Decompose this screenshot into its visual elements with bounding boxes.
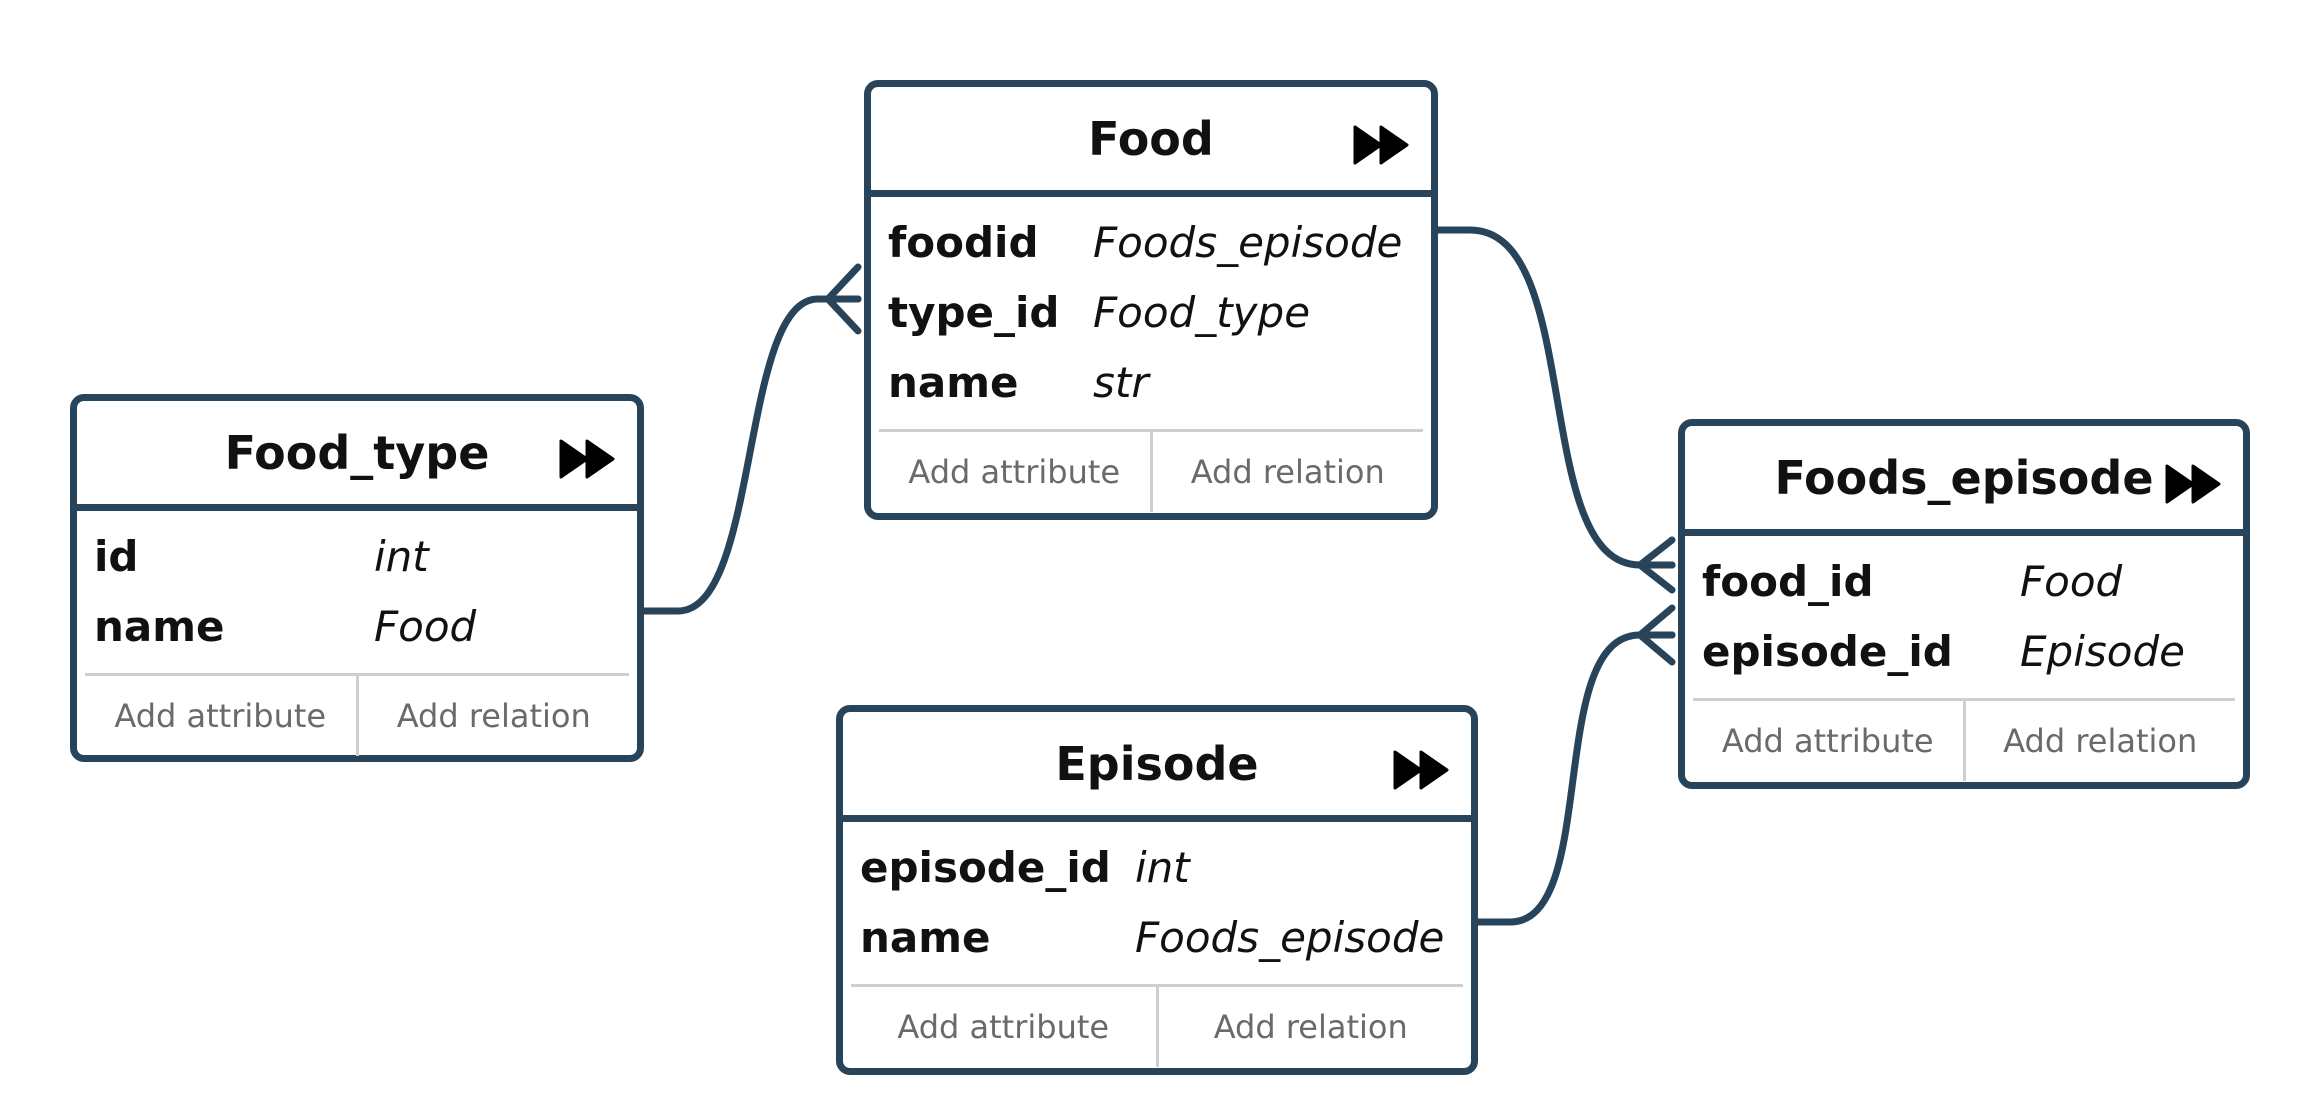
fast-forward-icon[interactable]	[1353, 125, 1409, 165]
attribute-row-episode-id[interactable]: episode_id int	[843, 832, 1471, 902]
entity-footer: Add attribute Add relation	[1693, 698, 2235, 781]
attribute-name: food_id	[1702, 556, 1874, 606]
entity-title: Food_type	[224, 425, 490, 480]
attribute-row-name[interactable]: name Food	[77, 591, 637, 661]
add-attribute-button[interactable]: Add attribute	[1721, 722, 1934, 760]
entity-title: Foods_episode	[1774, 450, 2154, 505]
attribute-type: Food	[2020, 556, 2123, 606]
fast-forward-icon[interactable]	[1393, 750, 1449, 790]
fast-forward-icon[interactable]	[559, 439, 615, 479]
attribute-type: Foods_episode	[1093, 217, 1403, 267]
entity-title: Food	[1088, 111, 1214, 166]
entity-header: Episode	[843, 712, 1471, 822]
entity-footer: Add attribute Add relation	[85, 673, 629, 756]
add-relation-button[interactable]: Add relation	[1155, 987, 1464, 1067]
attribute-list: id int name Food	[77, 511, 637, 673]
entity-footer: Add attribute Add relation	[879, 429, 1423, 512]
attribute-row-food-id[interactable]: food_id Food	[1685, 546, 2243, 616]
attribute-type: Episode	[2020, 626, 2185, 676]
attribute-row-episode-id[interactable]: episode_id Episode	[1685, 616, 2243, 686]
attribute-type: Food	[374, 601, 477, 651]
attribute-list: foodid Foods_episode type_id Food_type n…	[871, 197, 1431, 429]
entity-food[interactable]: Food foodid Foods_episode type_id Food_t…	[864, 80, 1438, 520]
crow-foot-foodsepisode-episode-id	[1636, 604, 1676, 666]
add-relation-button[interactable]: Add relation	[1962, 701, 2236, 781]
add-relation-button[interactable]: Add relation	[355, 676, 630, 756]
attribute-name: foodid	[888, 217, 1039, 267]
attribute-row-foodid[interactable]: foodid Foods_episode	[871, 207, 1431, 277]
attribute-type: int	[1135, 842, 1190, 892]
attribute-name: episode_id	[860, 842, 1111, 892]
add-attribute-button[interactable]: Add attribute	[897, 1008, 1110, 1046]
attribute-type: str	[1093, 357, 1149, 407]
attribute-type: int	[374, 531, 429, 581]
entity-food-type[interactable]: Food_type id int name Food Add attribute…	[70, 394, 644, 762]
entity-header: Food	[871, 87, 1431, 197]
attribute-name: name	[94, 601, 225, 651]
add-attribute-button[interactable]: Add attribute	[908, 453, 1121, 491]
attribute-list: food_id Food episode_id Episode	[1685, 536, 2243, 698]
attribute-row-type-id[interactable]: type_id Food_type	[871, 277, 1431, 347]
entity-title: Episode	[1055, 736, 1259, 791]
add-relation-button[interactable]: Add relation	[1149, 432, 1424, 512]
entity-header: Foods_episode	[1685, 426, 2243, 536]
relation-food-to-foodsepisode[interactable]	[1433, 226, 1676, 569]
attribute-name: type_id	[888, 287, 1060, 337]
attribute-list: episode_id int name Foods_episode	[843, 822, 1471, 984]
relation-episode-to-foodsepisode[interactable]	[1473, 631, 1676, 926]
attribute-type: Food_type	[1093, 287, 1311, 337]
attribute-name: name	[860, 912, 991, 962]
attribute-row-id[interactable]: id int	[77, 521, 637, 591]
entity-header: Food_type	[77, 401, 637, 511]
attribute-name: episode_id	[1702, 626, 1953, 676]
entity-footer: Add attribute Add relation	[851, 984, 1463, 1067]
attribute-name: name	[888, 357, 1019, 407]
fast-forward-icon[interactable]	[2165, 464, 2221, 504]
crow-foot-foodsepisode-food-id	[1636, 536, 1676, 594]
attribute-type: Foods_episode	[1135, 912, 1445, 962]
crow-foot-food-type-id	[824, 263, 862, 335]
relation-foodtype-to-food[interactable]	[640, 295, 862, 615]
entity-foods-episode[interactable]: Foods_episode food_id Food episode_id Ep…	[1678, 419, 2250, 789]
attribute-row-name[interactable]: name str	[871, 347, 1431, 417]
attribute-name: id	[94, 531, 139, 581]
entity-episode[interactable]: Episode episode_id int name Foods_episod…	[836, 705, 1478, 1075]
add-attribute-button[interactable]: Add attribute	[114, 697, 327, 735]
attribute-row-name[interactable]: name Foods_episode	[843, 902, 1471, 972]
